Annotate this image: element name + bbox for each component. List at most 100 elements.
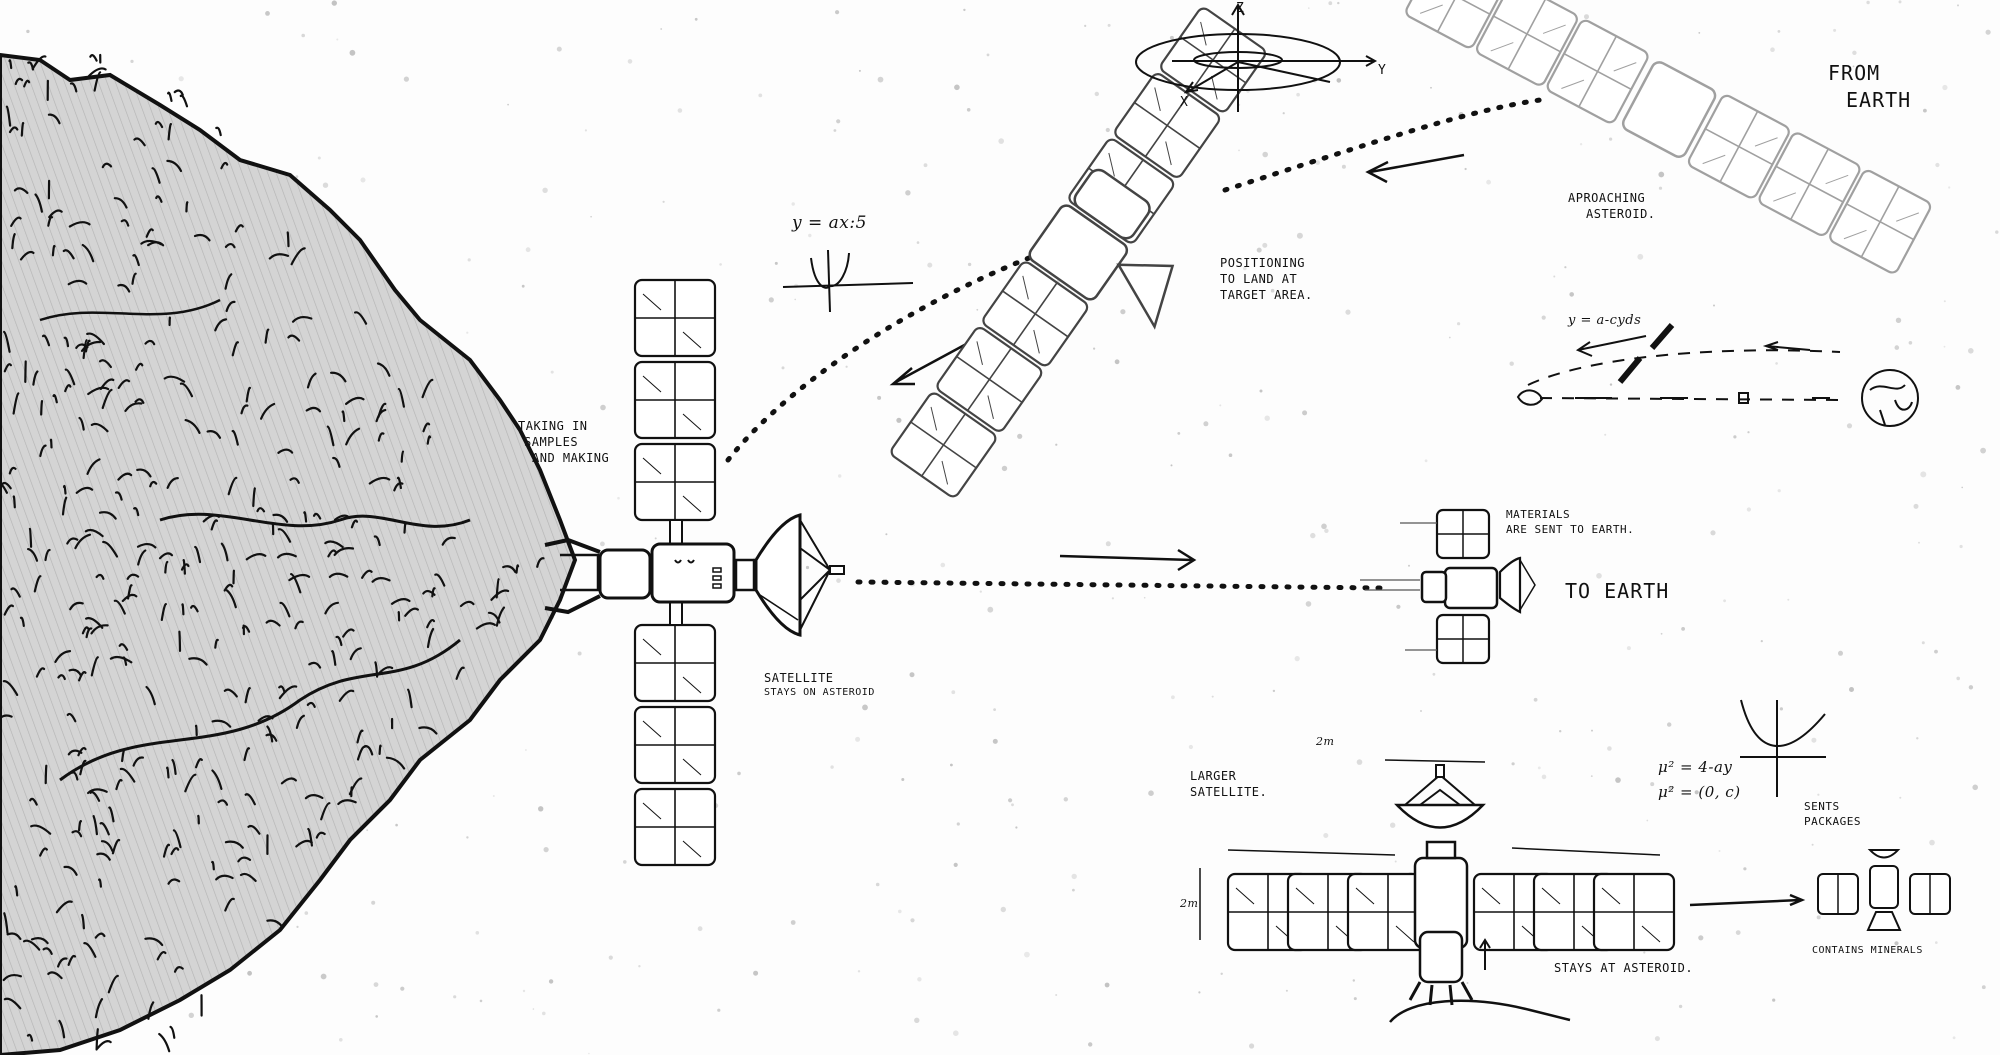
- speckle: [1961, 486, 1963, 489]
- crater-mark: [166, 477, 179, 489]
- speckle: [1424, 459, 1428, 463]
- crater-mark: [295, 714, 305, 729]
- speckle: [1935, 162, 1940, 168]
- speckle: [1564, 266, 1567, 269]
- crater-mark: [84, 528, 104, 538]
- crater-mark: [305, 406, 322, 413]
- speckle: [577, 651, 582, 656]
- crater-mark: [397, 387, 405, 408]
- speckle: [1353, 997, 1357, 1001]
- speckle: [1249, 1043, 1255, 1049]
- crater-mark: [326, 425, 335, 447]
- crater-mark: [342, 628, 355, 638]
- crater-mark: [8, 466, 17, 475]
- speckle: [1596, 573, 1602, 579]
- crater-mark: [164, 560, 169, 574]
- speckle: [910, 918, 915, 923]
- speckle: [1093, 347, 1096, 350]
- speckle: [1394, 860, 1397, 863]
- speckle: [1282, 112, 1285, 115]
- earth-trajectory-diagram: [1516, 323, 1919, 427]
- speckle: [1985, 29, 1991, 35]
- parabola-sketch-2: [1740, 699, 1826, 797]
- speckle: [1833, 28, 1837, 32]
- note-line: From: [1828, 61, 1881, 85]
- speckle: [1604, 433, 1607, 436]
- crater-mark: [264, 328, 270, 344]
- crater-mark: [294, 620, 304, 630]
- crater-mark: [85, 617, 104, 629]
- crater-mark: [57, 674, 66, 681]
- crater-mark: [245, 552, 267, 561]
- crater-mark: [67, 954, 77, 966]
- speckle: [993, 708, 996, 711]
- approaching-satellite: [1402, 0, 1934, 276]
- speckle: [1956, 676, 1960, 681]
- speckle: [953, 1030, 959, 1036]
- trajectory-to-earth: [855, 548, 1383, 591]
- crater-mark: [455, 666, 465, 680]
- speckle: [1259, 389, 1263, 393]
- crater-mark: [23, 79, 31, 88]
- speckle: [336, 38, 339, 41]
- crater-mark: [78, 820, 82, 832]
- crater-mark: [286, 231, 290, 248]
- note-line: Taking in: [518, 419, 588, 433]
- crater-mark: [502, 565, 517, 573]
- speckle: [638, 965, 641, 968]
- crater-mark: [144, 937, 164, 947]
- speckle: [600, 404, 606, 411]
- speckle: [26, 29, 30, 34]
- crater-mark: [134, 398, 145, 404]
- note-line: satellite.: [1190, 785, 1268, 800]
- crater-mark: [252, 487, 256, 508]
- crater-mark: [272, 513, 289, 523]
- speckle: [1120, 309, 1126, 315]
- crater-mark: [279, 601, 291, 618]
- speckle: [1511, 762, 1515, 766]
- note-larger-satellite: Larger satellite.: [1190, 768, 1267, 800]
- speckle: [556, 46, 562, 52]
- speckle: [1942, 84, 1948, 91]
- speckle: [877, 76, 884, 83]
- speckle: [1698, 935, 1704, 941]
- crater-mark: [0, 482, 8, 494]
- crater-mark: [100, 840, 114, 852]
- crater-mark: [390, 597, 411, 605]
- crater-mark: [210, 519, 219, 531]
- speckle: [1718, 850, 1721, 852]
- crater-mark: [140, 239, 163, 246]
- speckle: [1811, 843, 1814, 846]
- crater-mark: [404, 607, 419, 617]
- note-line: Satellite: [764, 671, 834, 685]
- crater-mark: [154, 120, 164, 129]
- speckle: [1660, 632, 1663, 635]
- crater-mark: [260, 402, 276, 420]
- crater-mark: [162, 843, 171, 858]
- crater-mark: [120, 219, 130, 227]
- crater-mark: [190, 604, 199, 613]
- crater-mark: [108, 806, 115, 823]
- speckle: [953, 862, 958, 868]
- crater-mark: [33, 575, 42, 593]
- crater-mark: [69, 601, 84, 611]
- speckle: [927, 262, 933, 268]
- note-line: Positioning: [1220, 256, 1305, 270]
- speckle: [1866, 0, 1870, 5]
- speckle: [1541, 315, 1546, 320]
- speckle: [590, 215, 592, 218]
- speckle: [1849, 687, 1854, 692]
- crater-mark: [102, 540, 119, 558]
- speckle: [1285, 989, 1288, 992]
- crater-mark: [3, 363, 12, 373]
- crater-mark: [495, 606, 506, 627]
- crater-mark: [170, 847, 180, 856]
- crater-mark: [81, 913, 85, 930]
- crater-mark: [244, 687, 251, 704]
- speckle: [588, 1052, 590, 1055]
- crater-mark: [101, 162, 113, 169]
- crater-mark: [64, 384, 72, 393]
- speckle: [1609, 137, 1613, 141]
- crater-mark: [421, 378, 434, 399]
- speckle: [1310, 532, 1316, 539]
